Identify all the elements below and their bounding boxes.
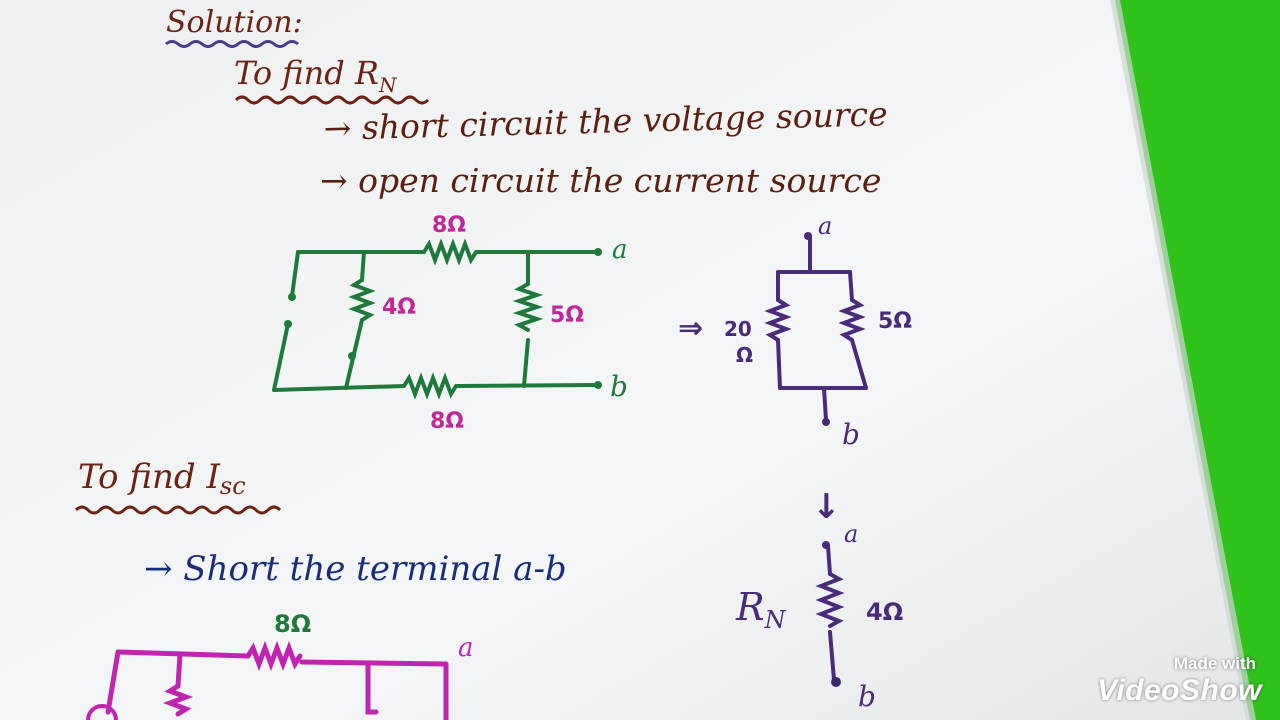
paper-edge-shadow — [1110, 0, 1256, 720]
c3-terminal-a-node — [822, 541, 830, 549]
c1-r-4ohm-label: 4Ω — [382, 295, 416, 320]
c1-terminal-a-label: a — [612, 235, 628, 265]
c1-open-node-bottom — [284, 320, 292, 328]
c2-r-right-label: 5Ω — [878, 309, 912, 334]
watermark-made-with: Made with — [1173, 654, 1256, 673]
c1-5ohm-resistor — [512, 282, 544, 332]
isc-heading-sub: sc — [220, 472, 246, 500]
c1-left-bottom-branch — [272, 322, 290, 392]
c2-arrow: ⇒ — [678, 311, 703, 346]
c2-right-wire-top — [848, 270, 854, 302]
c3-terminal-a-label: a — [844, 520, 858, 548]
step-open-circuit: → open circuit the current source — [320, 161, 881, 200]
c1-4ohm-wire-top — [360, 250, 366, 282]
circuit-1 — [272, 238, 598, 400]
circuit-3 — [815, 544, 845, 682]
c1-r-5ohm-label: 5Ω — [550, 303, 584, 328]
solution-heading: Solution: — [166, 5, 303, 40]
rn-heading-main: To find R — [234, 54, 379, 92]
c2-right-wire-bottom — [850, 338, 868, 390]
c4-top-wire-right — [299, 659, 449, 667]
c4-r-top-label: 8Ω — [274, 610, 311, 638]
c2-terminal-a-label: a — [818, 212, 832, 240]
c1-bottom-wire — [272, 384, 406, 392]
c1-4ohm-resistor — [348, 278, 376, 322]
c1-terminal-b-label: b — [610, 370, 628, 403]
watermark-brand: VideoShow — [1096, 674, 1262, 707]
c3-resistor — [815, 572, 845, 628]
c4-top-resistor — [245, 640, 303, 672]
c3-down-arrow: ↓ — [812, 487, 841, 527]
c3-rn-sub: N — [764, 606, 787, 634]
rn-underline — [234, 95, 430, 105]
rn-heading-sub: N — [378, 73, 398, 97]
c1-top-resistor — [422, 238, 478, 266]
rn-heading: To find RN — [234, 54, 398, 97]
c3-r-value: 4Ω — [866, 598, 903, 626]
isc-heading-main: To find I — [78, 457, 220, 497]
c2-terminal-a-node — [804, 232, 812, 240]
isc-underline — [74, 505, 282, 515]
c3-wire-top — [826, 544, 832, 576]
c1-r-bottom-label: 8Ω — [430, 409, 464, 434]
circuit-2 — [764, 234, 868, 422]
c4-top-wire — [115, 649, 251, 659]
c4-branch-left — [162, 651, 194, 717]
circuit-4 — [105, 640, 449, 720]
c3-rn-label: RN — [735, 585, 787, 634]
c4-left-wire — [105, 649, 121, 715]
c3-terminal-b-node — [831, 677, 841, 687]
c4-source-icon — [86, 704, 118, 720]
c3-terminal-b-label: b — [858, 680, 876, 713]
solution-underline — [165, 40, 299, 48]
isc-heading: To find Isc — [78, 457, 246, 500]
c1-r-top-label: 8Ω — [432, 213, 466, 238]
c1-bottom-resistor — [402, 372, 458, 400]
c1-node-mid — [348, 352, 356, 360]
c1-bottom-wire-right — [456, 383, 598, 388]
isc-step: → Short the terminal a-b — [144, 549, 567, 589]
c3-rn-main: R — [735, 585, 765, 629]
c1-5ohm-wire-bottom — [522, 338, 530, 388]
c2-terminal-b-label: b — [842, 418, 860, 451]
c4-terminal-a-label: a — [458, 633, 474, 663]
c2-right-resistor — [838, 298, 866, 342]
c2-lead-bottom — [822, 386, 828, 422]
c1-terminal-b-node — [594, 381, 602, 389]
paper-sheet — [0, 0, 1250, 720]
c1-open-node-top — [288, 293, 296, 301]
c1-terminal-a-node — [594, 248, 602, 256]
c2-r-left-value: 20 — [724, 317, 752, 341]
c3-wire-bottom — [828, 630, 836, 682]
c2-terminal-b-node — [822, 418, 830, 426]
c2-r-left-unit: Ω — [736, 343, 753, 367]
c4-branch-right — [365, 661, 379, 715]
videoshow-watermark: Made with VideoShow — [1097, 654, 1262, 708]
c2-left-wire-bottom — [776, 338, 782, 390]
c2-left-resistor — [764, 298, 792, 342]
c1-left-top-branch — [290, 250, 300, 298]
